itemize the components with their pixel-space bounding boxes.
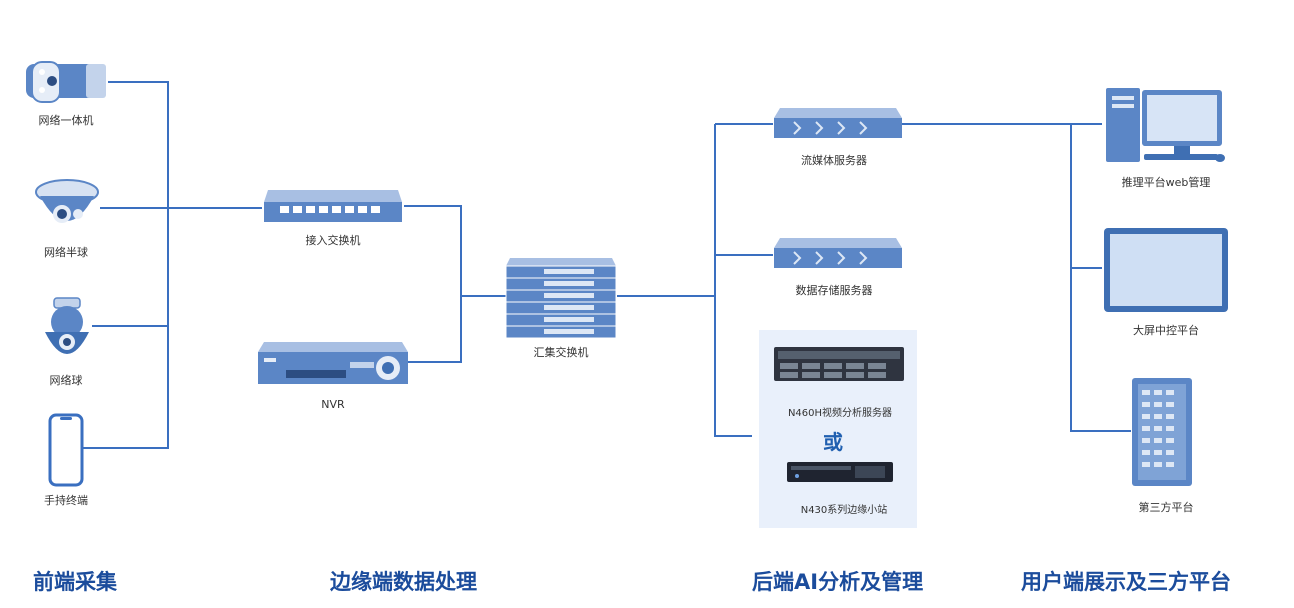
dome-camera-icon [35, 179, 99, 223]
handheld-terminal-label: 手持终端 [44, 494, 88, 507]
dome-camera-label: 网络半球 [44, 246, 88, 259]
analysis-server-icon [774, 347, 904, 381]
ptz-camera-icon [45, 297, 89, 354]
ptz-camera-label: 网络球 [49, 374, 83, 387]
section-title-edge: 边缘端数据处理 [330, 570, 477, 594]
aggregation-switch-label: 汇集交换机 [533, 346, 589, 359]
access-switch-label: 接入交换机 [305, 234, 361, 247]
nvr-icon [258, 342, 408, 384]
bullet-camera-label: 网络一体机 [38, 114, 94, 127]
nvr-label: NVR [321, 398, 345, 411]
third-party-label: 第三方平台 [1138, 501, 1194, 514]
edge-station-icon [787, 462, 893, 482]
storage-server-icon [774, 238, 902, 268]
section-title-backend: 后端AI分析及管理 [752, 570, 924, 594]
section-title-front: 前端采集 [33, 570, 117, 594]
analysis-server-label: N460H视频分析服务器 [787, 408, 893, 419]
bullet-camera-icon [26, 61, 106, 103]
big-screen-icon [1104, 228, 1228, 312]
inference-platform-label: 推理平台web管理 [1121, 176, 1211, 189]
storage-server-label: 数据存储服务器 [795, 284, 873, 297]
section-title-user: 用户端展示及三方平台 [1021, 570, 1231, 594]
big-screen-label: 大屏中控平台 [1133, 324, 1199, 337]
or-text: 或 [823, 430, 843, 454]
access-switch-icon [264, 190, 402, 222]
streaming-server-icon [774, 108, 902, 138]
tower-server-icon [1132, 378, 1192, 486]
handheld-terminal-icon [48, 413, 84, 487]
edge-station-label: N430系列边缘小站 [800, 505, 888, 516]
streaming-server-label: 流媒体服务器 [801, 154, 867, 167]
desktop-computer-icon [1106, 88, 1225, 162]
aggregation-switch-icon [505, 258, 617, 339]
